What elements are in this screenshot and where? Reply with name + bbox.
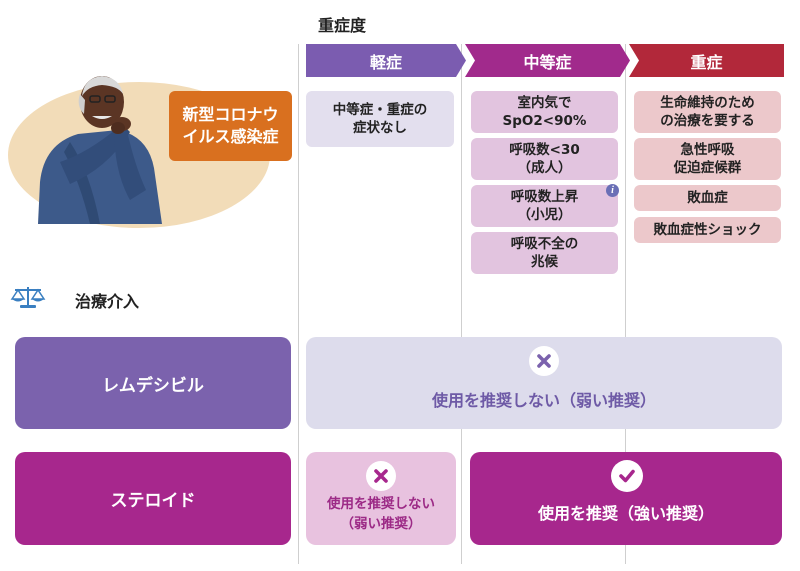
criterion-moderate: 呼吸不全の 兆候: [471, 232, 618, 274]
criterion-moderate: 室内気で SpO2<90%: [471, 91, 618, 133]
covid19-label: 新型コロナウ イルス感染症: [169, 91, 292, 161]
column-divider: [298, 44, 299, 564]
severity-title: 重症度: [318, 16, 367, 35]
treatment-title: 治療介入: [75, 292, 140, 311]
cross-icon: [366, 461, 396, 491]
drug-remdesivir: レムデシビル: [15, 337, 291, 429]
steroid-strong-recommendation-text: 使用を推奨（強い推奨）: [537, 504, 714, 523]
criterion-severe: 生命維持のため の治療を要する: [634, 91, 781, 133]
column-divider: [625, 44, 626, 564]
drug-steroid: ステロイド: [15, 452, 291, 545]
drug-steroid-label: ステロイド: [110, 491, 196, 511]
criterion-severe: 敗血症性ショック: [634, 217, 781, 243]
criterion-moderate: 呼吸数上昇 （小児）: [471, 185, 618, 227]
remdesivir-recommendation-text: 使用を推奨しない（弱い推奨）: [431, 391, 656, 410]
severity-moderate-label: 中等症: [523, 52, 572, 72]
criterion-mild: 中等症・重症の 症状なし: [306, 91, 454, 147]
severity-mild-header: 軽症: [306, 44, 466, 77]
steroid-mild-recommendation-text: 使用を推奨しない （弱い推奨）: [327, 496, 435, 532]
drug-remdesivir-label: レムデシビル: [102, 375, 204, 396]
check-icon: [611, 460, 643, 492]
severity-severe-header: 重症: [629, 44, 784, 77]
criterion-severe: 急性呼吸 促迫症候群: [634, 138, 781, 180]
column-divider: [461, 44, 462, 564]
severity-moderate-header: 中等症: [465, 44, 630, 77]
severity-mild-label: 軽症: [369, 52, 402, 72]
criterion-severe: 敗血症: [634, 185, 781, 211]
balance-scale-icon: [10, 287, 46, 308]
cross-icon: [529, 346, 559, 376]
severity-severe-label: 重症: [690, 52, 723, 72]
patient-illustration: [38, 76, 162, 224]
criterion-moderate: 呼吸数<30 （成人）: [471, 138, 618, 180]
info-icon[interactable]: i: [606, 184, 619, 197]
